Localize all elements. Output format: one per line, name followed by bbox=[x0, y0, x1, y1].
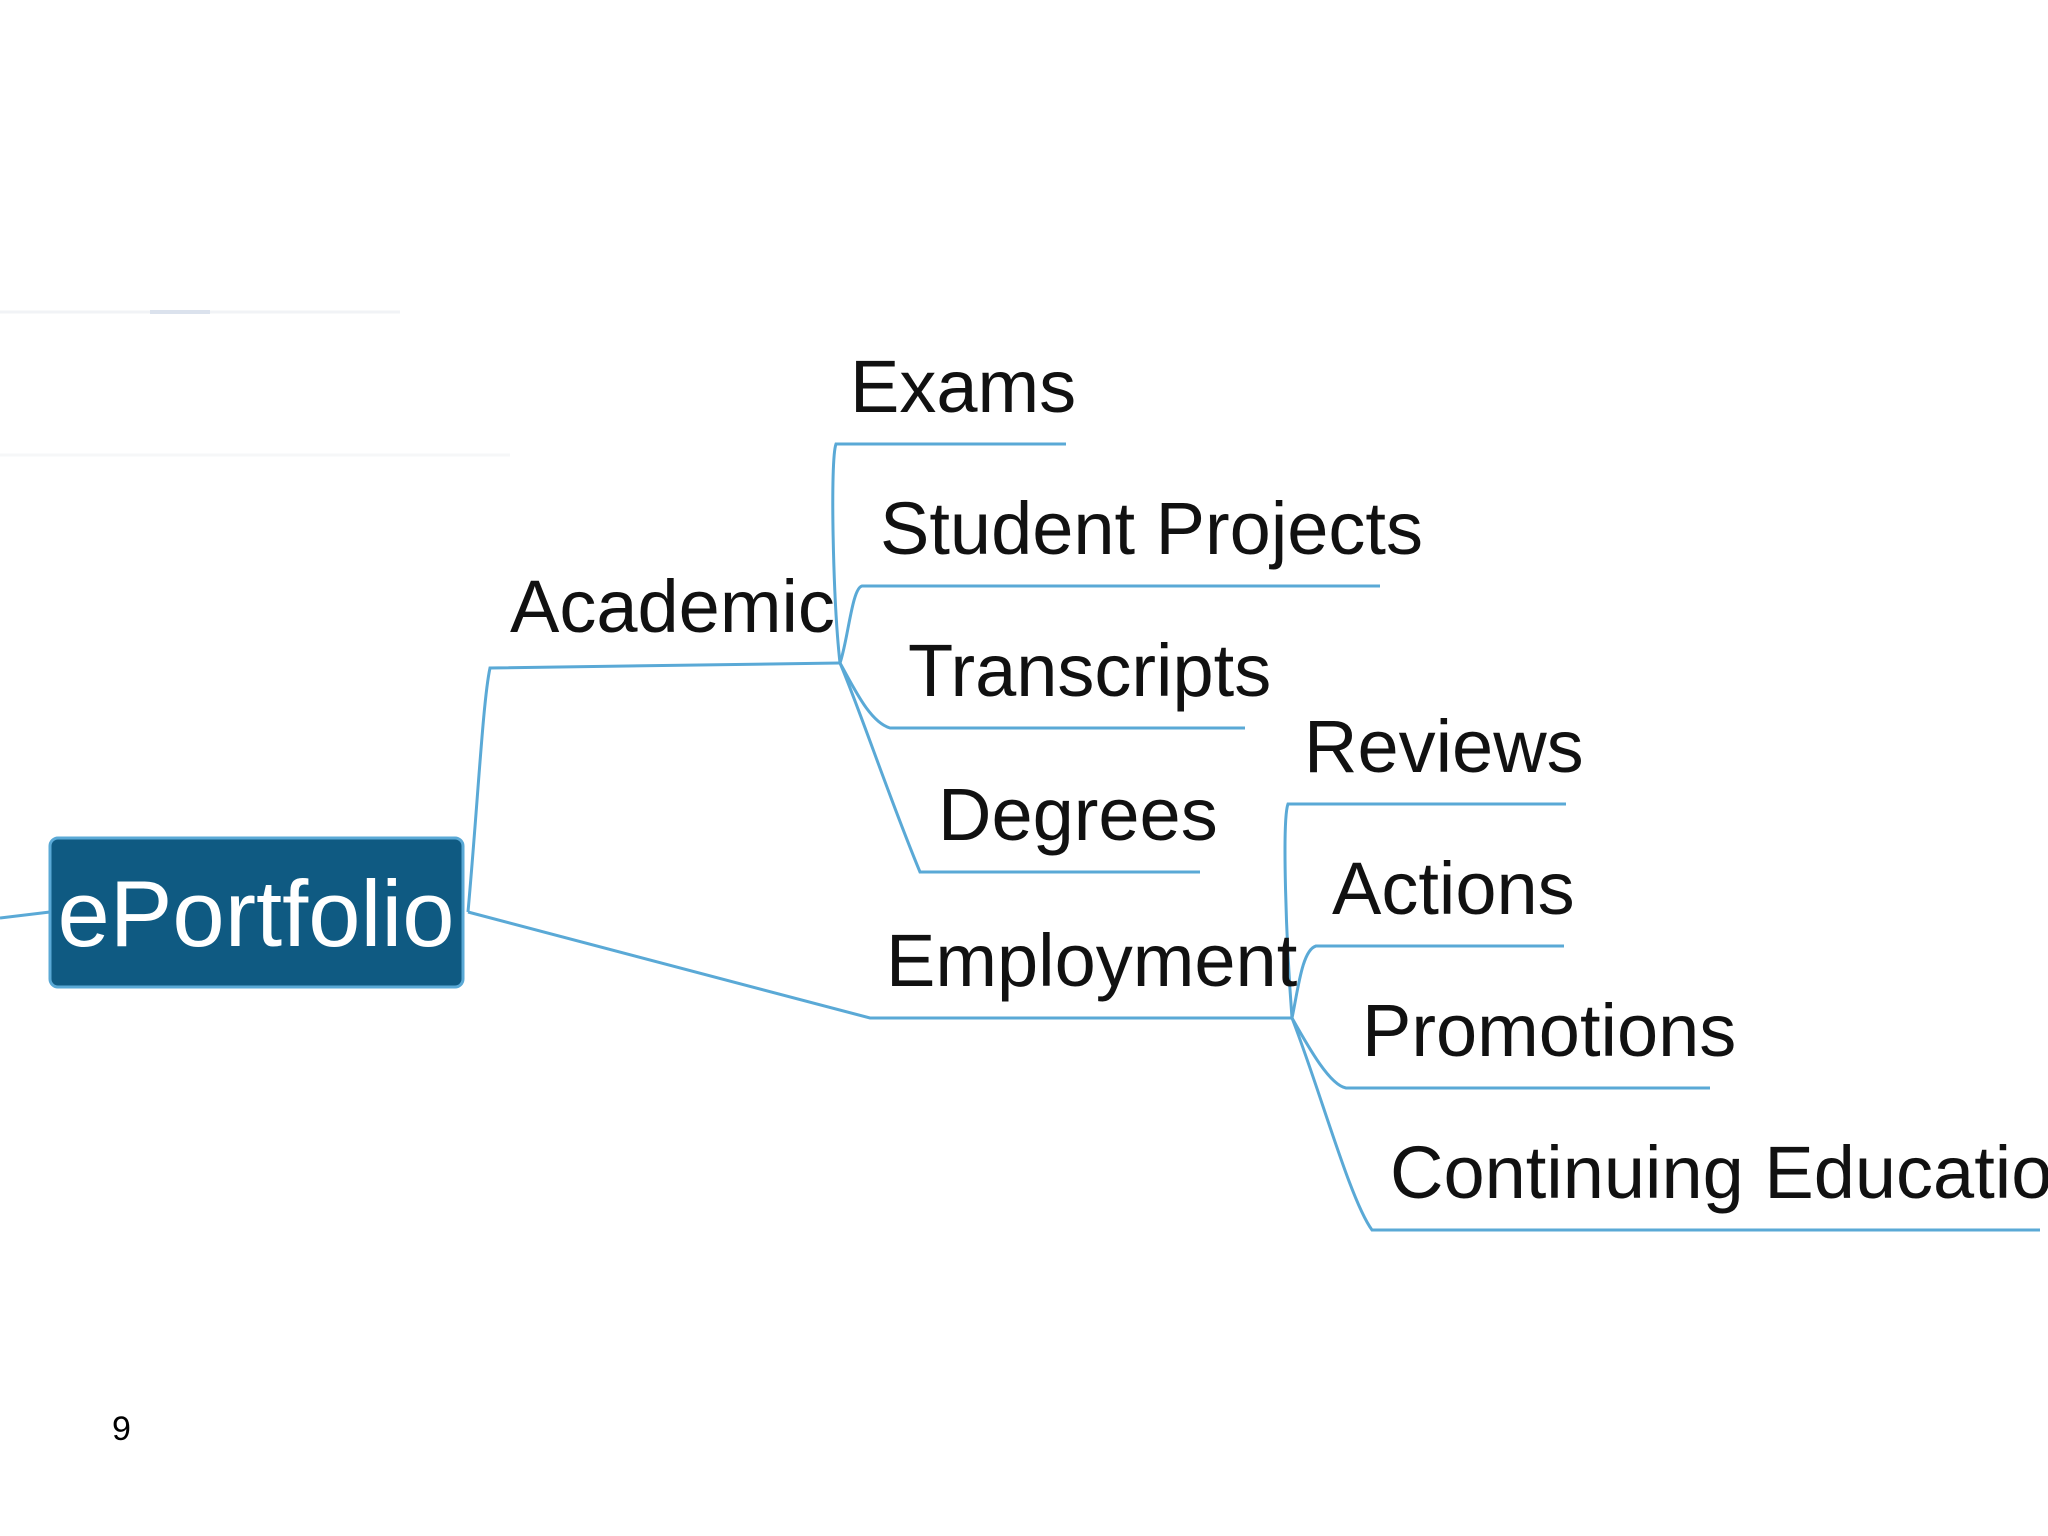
node-continuing-education-label[interactable]: Continuing Education bbox=[1390, 1131, 2048, 1214]
page-number: 9 bbox=[112, 1410, 131, 1448]
connector-root-employment bbox=[467, 910, 1292, 1020]
connector-lines bbox=[0, 442, 2040, 1232]
connector-degrees bbox=[838, 662, 1200, 874]
root-node-label: ePortfolio bbox=[57, 861, 454, 966]
node-degrees-label[interactable]: Degrees bbox=[938, 773, 1218, 856]
faded-background-graphic bbox=[0, 310, 510, 457]
node-reviews-label[interactable]: Reviews bbox=[1304, 705, 1584, 788]
connector-left-stub bbox=[0, 910, 51, 920]
connector-root-academic bbox=[466, 661, 841, 913]
branch-academic-label[interactable]: Academic bbox=[510, 565, 835, 648]
connector-actions bbox=[1290, 944, 1564, 1019]
branch-employment-label[interactable]: Employment bbox=[886, 919, 1298, 1002]
connector-student-projects bbox=[838, 584, 1380, 664]
connector-reviews bbox=[1283, 802, 1566, 1019]
node-student-projects-label[interactable]: Student Projects bbox=[880, 487, 1423, 570]
node-exams-label[interactable]: Exams bbox=[850, 345, 1076, 428]
node-transcripts-label[interactable]: Transcripts bbox=[908, 629, 1271, 712]
root-node-box bbox=[48, 836, 465, 989]
root-node[interactable]: ePortfolio bbox=[48, 836, 465, 989]
node-promotions-label[interactable]: Promotions bbox=[1362, 989, 1736, 1072]
connector-promotions bbox=[1290, 1017, 1710, 1090]
connector-continuing-education bbox=[1290, 1017, 2040, 1232]
connector-exams bbox=[831, 442, 1066, 664]
node-actions-label[interactable]: Actions bbox=[1332, 847, 1575, 930]
